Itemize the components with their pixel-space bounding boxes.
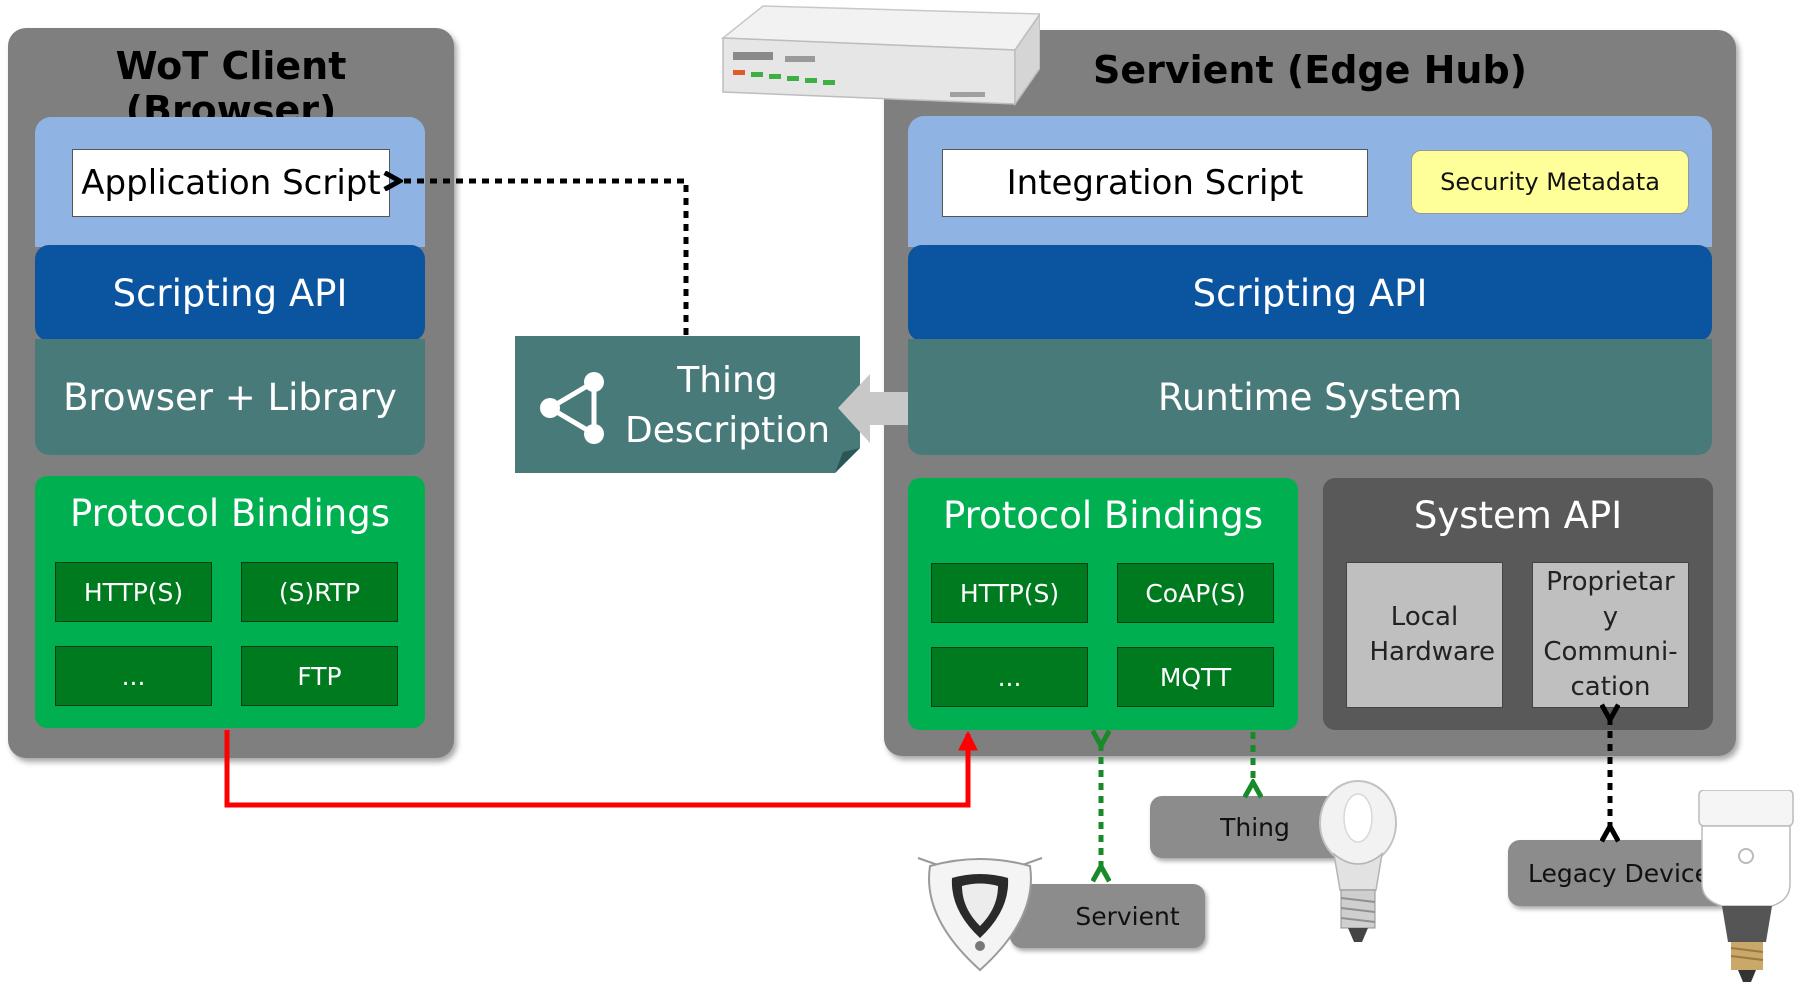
servient-protocol-more: ... [931, 647, 1088, 707]
runtime-system-layer: Runtime System [908, 339, 1712, 455]
integration-script-box: Integration Script [942, 149, 1368, 217]
servient-title: Servient (Edge Hub) [1092, 48, 1528, 92]
servient-protocol-coaps: CoAP(S) [1117, 563, 1274, 623]
client-protocol-https: HTTP(S) [55, 562, 212, 622]
system-api-title: System API [1413, 494, 1623, 537]
client-scripting-api: Scripting API [35, 245, 425, 341]
client-protocol-srtp: (S)RTP [241, 562, 398, 622]
proprietary-communication-label: Proprietary Communi-cation [1543, 566, 1678, 703]
runtime-to-td-arrow [838, 374, 908, 443]
smart-bulb-icon [1698, 790, 1794, 982]
proprietary-communication-box: Proprietary Communi-cation [1532, 562, 1689, 708]
servient-protocol-bindings-title: Protocol Bindings [943, 494, 1263, 537]
browser-library-layer: Browser + Library [35, 339, 425, 455]
application-script-box: Application Script [72, 149, 390, 217]
security-metadata-box: Security Metadata [1411, 150, 1689, 214]
local-hardware-box: Local Hardware [1346, 562, 1503, 708]
thing-description-line2: Description [624, 410, 831, 451]
thing-description-line1: Thing [677, 360, 778, 401]
share-graph-icon [540, 372, 604, 444]
router-icon [720, 5, 1040, 107]
td-to-app-script-arrow [398, 181, 689, 335]
client-protocol-bindings-title: Protocol Bindings [70, 492, 390, 535]
robot-vacuum-icon [917, 857, 1043, 972]
thing-description-label: Thing Description [620, 356, 835, 456]
local-hardware-label: Local Hardware [1369, 601, 1496, 667]
light-bulb-icon [1319, 780, 1397, 942]
servient-device-chip: Servient [1010, 884, 1205, 948]
client-protocol-ftp: FTP [241, 646, 398, 706]
servient-scripting-api: Scripting API [908, 245, 1712, 341]
legacy-device-chip: Legacy Device [1508, 840, 1730, 906]
servient-protocol-https: HTTP(S) [931, 563, 1088, 623]
servient-protocol-mqtt: MQTT [1117, 647, 1274, 707]
client-to-servient-link [224, 730, 978, 808]
client-protocol-more: ... [55, 646, 212, 706]
